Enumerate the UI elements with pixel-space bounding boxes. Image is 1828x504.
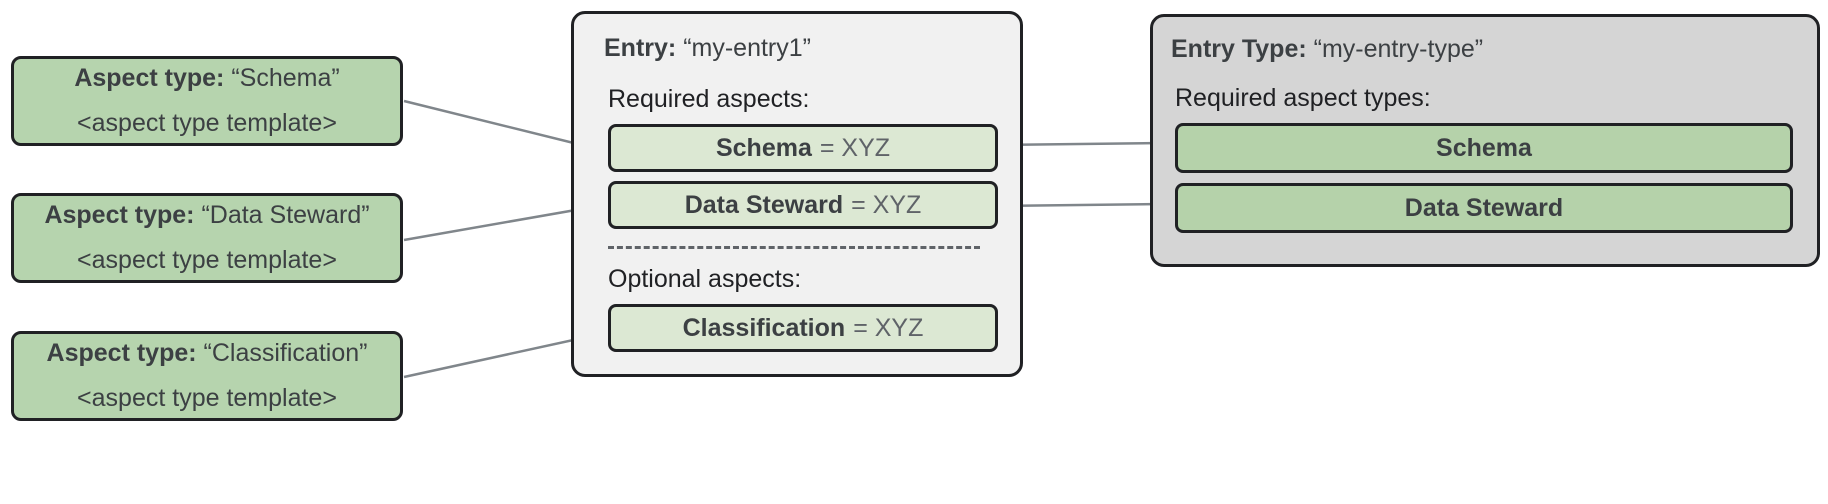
entry-type-aspect-data-steward[interactable]: Data Steward (1175, 183, 1793, 233)
aspect-type-label: Aspect type: (44, 201, 195, 229)
aspect-type-template: <aspect type template> (77, 109, 337, 137)
entry-aspect-value: = XYZ (851, 190, 922, 219)
required-aspect-types-label: Required aspect types: (1175, 84, 1431, 112)
aspect-type-title: Aspect type: “Classification” (47, 339, 368, 368)
aspect-type-name: “Data Steward” (201, 201, 370, 229)
optional-aspects-label: Optional aspects: (608, 265, 802, 293)
entry-title-label: Entry: (604, 34, 677, 62)
entry-aspect-schema[interactable]: Schema = XYZ (608, 124, 998, 172)
entry-type-aspect-schema[interactable]: Schema (1175, 123, 1793, 173)
aspect-type-box-schema[interactable]: Aspect type: “Schema” <aspect type templ… (11, 56, 403, 146)
entry-aspect-data-steward[interactable]: Data Steward = XYZ (608, 181, 998, 229)
aspect-type-title: Aspect type: “Data Steward” (44, 201, 369, 230)
entry-title: Entry: “my-entry1” (604, 34, 998, 63)
entry-title-value: “my-entry1” (683, 34, 811, 62)
entry-type-title-label: Entry Type: (1171, 35, 1307, 63)
aspect-type-template: <aspect type template> (77, 246, 337, 274)
entry-aspect-value: = XYZ (853, 313, 924, 342)
aspects-divider (608, 246, 980, 249)
entry-panel[interactable]: Entry: “my-entry1” Required aspects: Sch… (571, 11, 1023, 377)
aspect-type-label: Aspect type: (46, 339, 197, 367)
entry-type-title: Entry Type: “my-entry-type” (1171, 35, 1797, 64)
entry-type-title-value: “my-entry-type” (1313, 35, 1484, 63)
entry-aspect-value: = XYZ (819, 133, 891, 162)
entry-type-panel[interactable]: Entry Type: “my-entry-type” Required asp… (1150, 14, 1820, 267)
aspect-type-title: Aspect type: “Schema” (74, 64, 339, 93)
aspect-type-box-data-steward[interactable]: Aspect type: “Data Steward” <aspect type… (11, 193, 403, 283)
aspect-type-name: “Schema” (231, 64, 340, 92)
entry-aspect-name: Classification (682, 313, 846, 342)
entry-aspect-name: Schema (715, 133, 812, 162)
aspect-type-label: Aspect type: (74, 64, 225, 92)
required-aspects-label: Required aspects: (608, 85, 810, 113)
aspect-type-name: “Classification” (203, 339, 368, 367)
aspect-type-template: <aspect type template> (77, 384, 337, 412)
aspect-type-box-classification[interactable]: Aspect type: “Classification” <aspect ty… (11, 331, 403, 421)
entry-aspect-name: Data Steward (684, 190, 844, 219)
entry-aspect-classification[interactable]: Classification = XYZ (608, 304, 998, 352)
